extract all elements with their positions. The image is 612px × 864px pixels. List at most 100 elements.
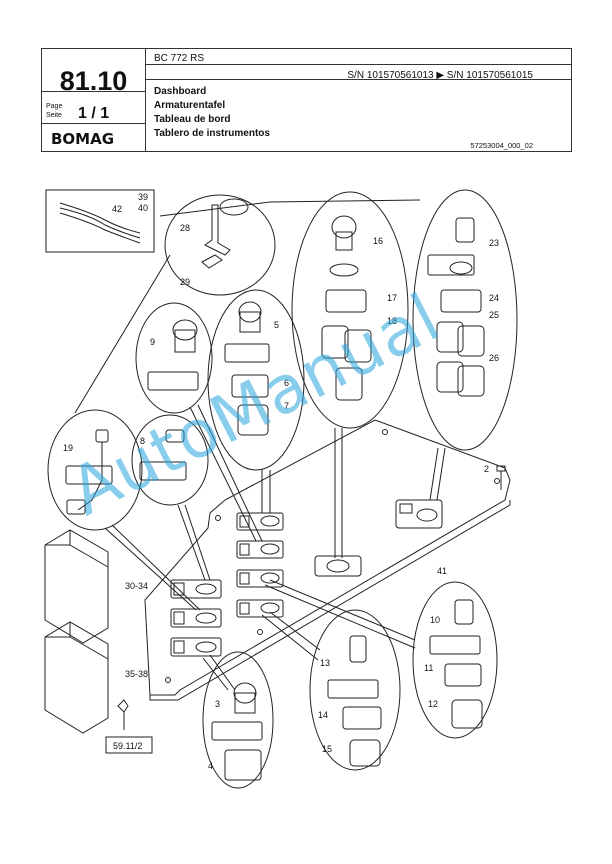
pushbutton-8 [165, 429, 185, 443]
leader-line [74, 199, 421, 414]
callout-18: 18 [387, 316, 397, 326]
page-value: 1 / 1 [78, 105, 110, 122]
mount-hole [257, 629, 263, 635]
gauge-9-body [174, 329, 196, 353]
callout-28: 28 [180, 223, 190, 233]
connector-29 [201, 254, 223, 269]
callout-30-34: 30-34 [125, 581, 148, 591]
cable-harness-box [45, 189, 155, 253]
page-label: Page [46, 103, 63, 110]
cable-harness [59, 202, 141, 244]
pushbutton-3-body [234, 692, 256, 714]
callout-4: 4 [208, 761, 213, 771]
leader-line [202, 654, 236, 691]
holder-14 [342, 706, 382, 730]
callout-11: 11 [424, 663, 433, 673]
callout-17: 17 [387, 293, 397, 303]
contact-block-12 [451, 699, 483, 729]
header-divider [145, 79, 572, 80]
document-id: 57253004_000_02 [470, 141, 533, 150]
mount-hole [215, 515, 221, 521]
screw-59 [117, 699, 129, 730]
dashboard-panel-edge [149, 500, 511, 701]
callout-40: 40 [138, 203, 148, 213]
detail-bubble-switches-3b [202, 651, 274, 789]
detail-bubble-switches-23 [412, 189, 518, 451]
contact-block-18 [335, 367, 363, 401]
contact-block-7 [237, 404, 269, 436]
model-name: BC 772 RS [154, 53, 205, 64]
header-divider [145, 64, 572, 65]
detail-bubble-switches-28 [164, 194, 276, 296]
leader-line [429, 447, 446, 501]
leader-line [177, 504, 211, 581]
gauge-9 [172, 319, 198, 341]
detail-bubble-switches-19 [47, 409, 143, 531]
symbol-plate [327, 679, 379, 699]
callout-2: 2 [484, 464, 489, 474]
detail-bubble-switches-10 [412, 581, 498, 739]
leader-line [264, 579, 416, 649]
callout-19: 19 [63, 443, 73, 453]
switch-13 [349, 635, 367, 663]
callout-8: 8 [140, 436, 145, 446]
detail-bubble-switches-13 [309, 609, 401, 771]
leader-line [104, 524, 201, 611]
panel-cutout-group [170, 499, 443, 657]
callout-25: 25 [489, 310, 499, 320]
module-30-34 [44, 529, 109, 644]
leader-line [261, 470, 271, 513]
callout-6: 6 [284, 378, 289, 388]
header-divider [145, 49, 146, 152]
callout-42: 42 [112, 204, 122, 214]
serial-range: S/N 101570561013 ▶ S/N 101570561015 [347, 70, 533, 81]
contact-block-25 [436, 321, 464, 353]
header-divider [42, 91, 145, 92]
detail-bubble-switches-8 [131, 414, 209, 506]
symbol-plate [211, 721, 263, 741]
contact-block-18 [344, 329, 372, 363]
title-es: Tablero de instrumentos [154, 128, 270, 139]
title-fr: Tableau de bord [154, 114, 231, 125]
module-35-38 [44, 621, 109, 734]
mount-hole [494, 478, 500, 484]
holder-4 [224, 749, 262, 781]
dashboard-panel [144, 419, 511, 696]
callout-41: 41 [437, 566, 447, 576]
symbol-plate [65, 465, 113, 485]
symbol-plate [139, 461, 187, 481]
callout-12: 12 [428, 699, 438, 709]
callout-9: 9 [150, 337, 155, 347]
contact-block-18 [321, 325, 349, 359]
holder-6 [231, 374, 269, 398]
pushbutton-16-body [335, 231, 353, 251]
bracket-28-ring [219, 198, 249, 216]
header-divider [42, 123, 145, 124]
washer [329, 263, 359, 277]
callout-13: 13 [320, 658, 330, 668]
callout-14: 14 [318, 710, 328, 720]
callout-26: 26 [489, 353, 499, 363]
screw-2 [496, 465, 506, 490]
washer [449, 261, 473, 275]
mount-hole [165, 677, 171, 683]
leader-line [334, 428, 343, 558]
mount-hole [382, 429, 388, 435]
callout-35-38: 35-38 [125, 669, 148, 679]
reference-box [105, 736, 153, 754]
leader-line [261, 611, 321, 661]
title-block: 81.10 Page Seite 1 / 1 BOMAG BC 772 RS S… [41, 48, 572, 152]
symbol-plate [147, 371, 199, 391]
detail-bubble-switches-3 [135, 302, 213, 414]
callout-15: 15 [322, 744, 332, 754]
callout-7: 7 [284, 401, 289, 411]
callout-ref: 59.11/2 [113, 741, 142, 751]
symbol-plate [429, 635, 481, 655]
callout-5: 5 [274, 320, 279, 330]
leader-line [189, 404, 263, 542]
holder-11 [444, 663, 482, 687]
holder-17 [325, 289, 367, 313]
callout-3: 3 [215, 699, 220, 709]
title-en: Dashboard [154, 86, 207, 97]
